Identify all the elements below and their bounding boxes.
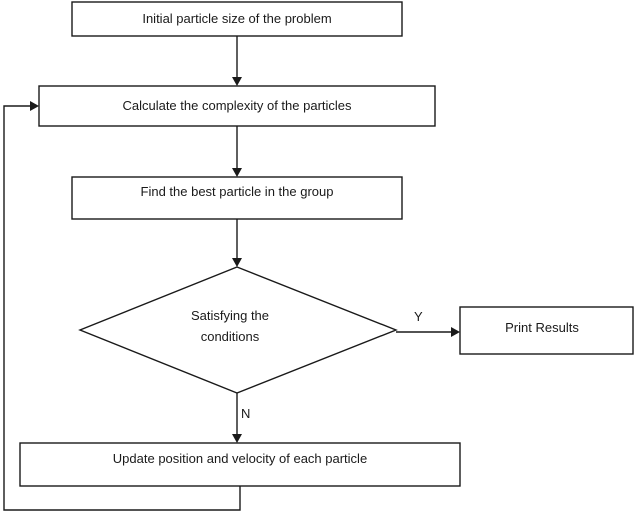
find-best-particle-box [71, 176, 403, 220]
initial-particle-size-label: Initial particle size of the problem [142, 11, 331, 26]
print-results-box [459, 306, 634, 355]
decision-label-line-2: conditions [201, 329, 260, 344]
edge-decision-to-update-arrowhead [232, 434, 242, 443]
print-results-label: Print Results [505, 320, 579, 335]
edge-update-loop-to-calc [3, 101, 241, 511]
no-branch-label: N [241, 406, 250, 421]
edge-best-to-decision [232, 219, 242, 267]
decision-label-line-1: Satisfying the [191, 308, 269, 323]
update-position-velocity-box [19, 442, 461, 487]
calculate-complexity-label: Calculate the complexity of the particle… [122, 98, 352, 113]
find-best-particle-node: Find the best particle in the group [71, 176, 403, 220]
edge-loop-back-line [3, 105, 241, 511]
edge-decision-to-print-arrowhead [451, 327, 460, 337]
print-results-node: Print Results [459, 306, 634, 355]
edge-calc-to-best [232, 126, 242, 177]
edge-best-to-decision-arrowhead [232, 258, 242, 267]
initial-particle-size-node: Initial particle size of the problem [71, 1, 403, 37]
edge-loop-back-arrowhead [30, 101, 39, 111]
edge-calc-to-best-arrowhead [232, 168, 242, 177]
yes-branch-label: Y [414, 309, 423, 324]
initial-particle-size-box [71, 1, 403, 37]
find-best-particle-label: Find the best particle in the group [141, 184, 334, 199]
update-position-velocity-label: Update position and velocity of each par… [113, 451, 367, 466]
update-position-velocity-node: Update position and velocity of each par… [19, 442, 461, 487]
edge-init-to-calc [232, 36, 242, 86]
edge-decision-to-update: N [232, 393, 250, 443]
calculate-complexity-node: Calculate the complexity of the particle… [38, 85, 436, 127]
satisfying-conditions-decision: Satisfying the conditions [78, 266, 398, 394]
edge-decision-to-print: Y [396, 309, 460, 337]
edge-init-to-calc-arrowhead [232, 77, 242, 86]
calculate-complexity-box [38, 85, 436, 127]
